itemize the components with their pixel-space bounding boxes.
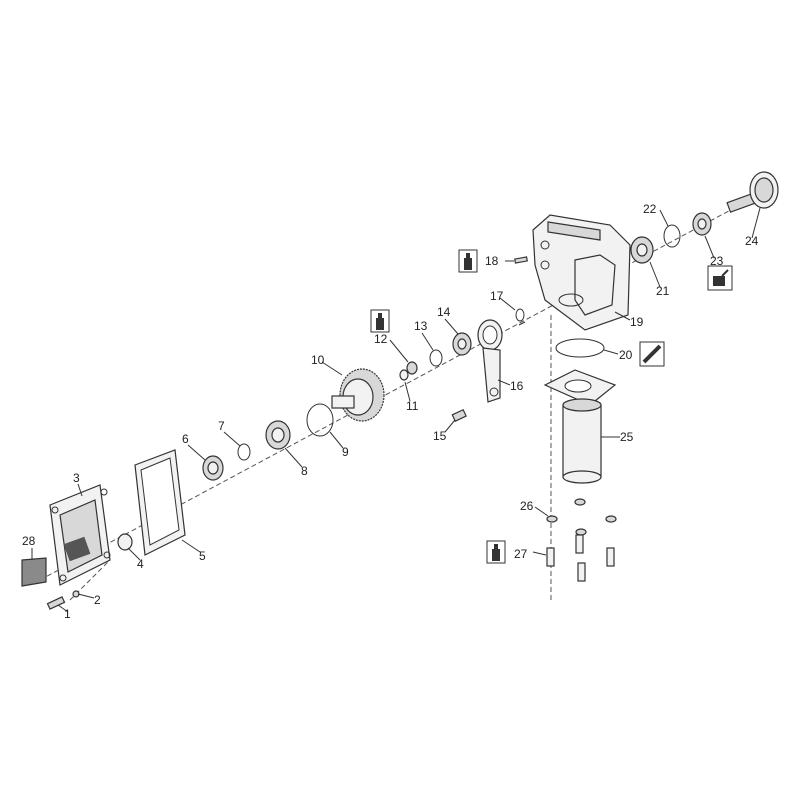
part-28-pad[interactable] [21, 557, 47, 587]
adhesive-bottle-icon [458, 249, 478, 273]
part-5-gasket[interactable] [134, 449, 186, 556]
callout-15: 15 [433, 429, 447, 443]
callout-11: 11 [406, 399, 419, 413]
callout-3: 3 [73, 471, 80, 485]
part-23-seal[interactable] [692, 212, 712, 236]
part-21-bearing[interactable] [630, 236, 654, 264]
callout-23: 23 [710, 254, 724, 268]
part-25-tube[interactable] [543, 369, 617, 484]
part-22-snap-ring[interactable] [663, 224, 681, 248]
part-3-cover[interactable] [49, 484, 111, 586]
callout-13: 13 [414, 319, 428, 333]
sealant-tube-icon [639, 341, 665, 367]
part-1-bolt[interactable] [46, 596, 66, 610]
callout-16: 16 [510, 379, 524, 393]
adhesive-bottle-icon [486, 540, 506, 564]
callout-5: 5 [199, 549, 206, 563]
part-17-circlip[interactable] [515, 308, 526, 326]
grease-can-icon [707, 265, 733, 291]
part-9-snap-ring[interactable] [306, 403, 334, 437]
part-4-plug[interactable] [117, 533, 133, 551]
callout-10: 10 [311, 353, 325, 367]
callout-19: 19 [630, 315, 644, 329]
part-12-nut[interactable] [406, 361, 418, 375]
part-13-circlip[interactable] [429, 349, 443, 367]
leader-lines [31, 207, 761, 613]
part-8-bearing[interactable] [265, 420, 291, 450]
part-6-bearing[interactable] [202, 455, 224, 481]
callout-24: 24 [745, 234, 759, 248]
part-24-shaft[interactable] [726, 171, 779, 213]
callout-28: 28 [22, 534, 36, 548]
callout-7: 7 [218, 419, 225, 433]
callout-27: 27 [514, 547, 528, 561]
callout-labels: 1 2 3 4 5 6 7 8 9 10 11 12 13 14 15 16 1… [22, 202, 759, 621]
part-19-housing[interactable] [532, 214, 631, 331]
callout-4: 4 [137, 557, 144, 571]
callout-8: 8 [301, 464, 308, 478]
part-27-studs[interactable] [546, 534, 615, 582]
callout-2: 2 [94, 593, 101, 607]
callout-26: 26 [520, 499, 534, 513]
callout-17: 17 [490, 289, 504, 303]
callout-6: 6 [182, 432, 189, 446]
callout-18: 18 [485, 254, 499, 268]
callout-20: 20 [619, 348, 633, 362]
callout-1: 1 [64, 607, 71, 621]
part-20-o-ring[interactable] [555, 338, 605, 358]
part-15-pin[interactable] [451, 408, 467, 422]
part-14-bearing[interactable] [452, 332, 472, 356]
adhesive-bottle-icon [370, 309, 390, 333]
part-16-lever[interactable] [477, 319, 503, 403]
part-11-spacer[interactable] [399, 369, 409, 381]
callout-14: 14 [437, 305, 451, 319]
part-7-circlip[interactable] [237, 443, 251, 461]
part-10-gear[interactable] [331, 368, 385, 422]
callout-12: 12 [374, 332, 388, 346]
part-26-nuts[interactable] [546, 498, 617, 536]
part-18-pin[interactable] [514, 256, 528, 264]
callout-9: 9 [342, 445, 349, 459]
callout-25: 25 [620, 430, 634, 444]
callout-21: 21 [656, 284, 670, 298]
callout-22: 22 [643, 202, 657, 216]
